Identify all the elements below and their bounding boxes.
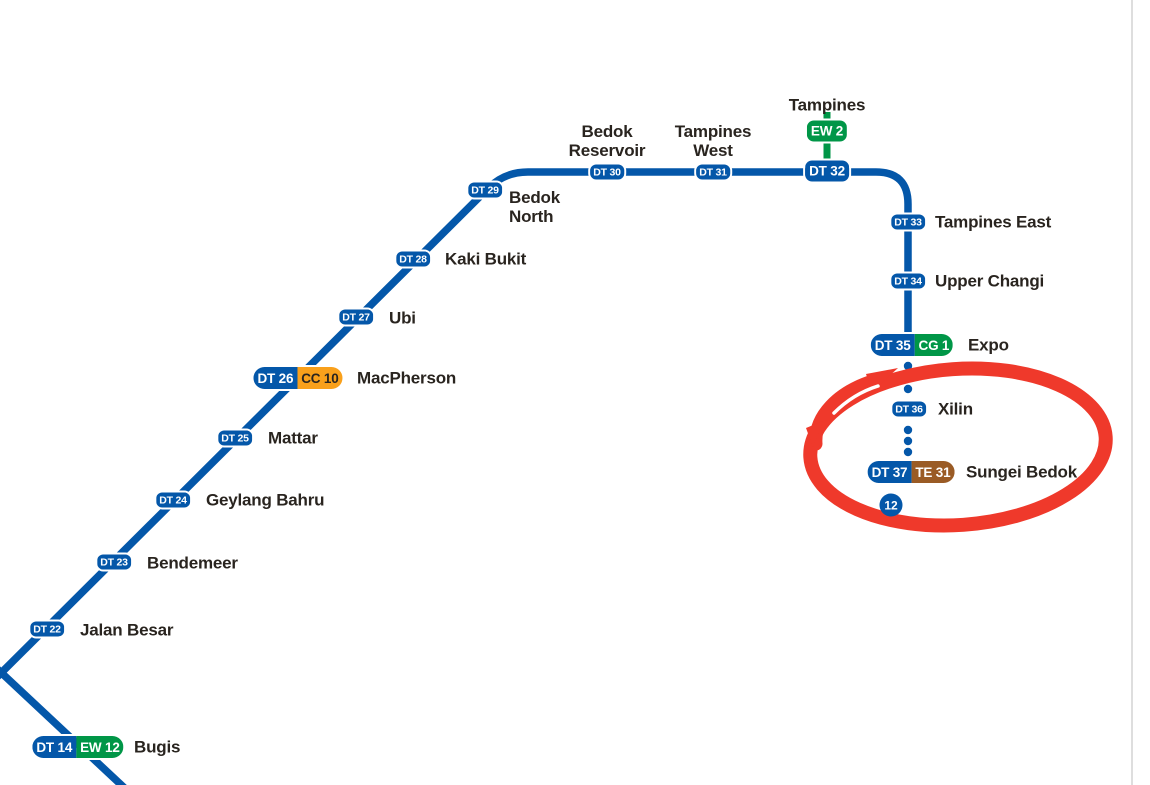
station-label-line: North bbox=[509, 207, 554, 226]
station-label-line: Bedok bbox=[509, 188, 560, 207]
station-label-sungei-bedok: Sungei Bedok bbox=[966, 463, 1077, 482]
line-code-dt-31: DT 31 bbox=[696, 164, 730, 180]
station-label-upper-changi: Upper Changi bbox=[935, 272, 1044, 291]
station-label-line: Bendemeer bbox=[147, 553, 238, 573]
station-label-line: MacPherson bbox=[357, 368, 457, 388]
line-code-dt-23: DT 23 bbox=[97, 554, 131, 570]
station-label-ubi: Ubi bbox=[389, 309, 416, 328]
line-code-dt-26: DT 26 bbox=[253, 367, 298, 389]
downtown-line-bugis-segment bbox=[0, 666, 127, 785]
line-code-ew-12: EW 12 bbox=[76, 736, 124, 758]
line-code-dt-28: DT 28 bbox=[396, 251, 430, 267]
line-code-cc-10: CC 10 bbox=[297, 367, 343, 389]
station-label-line: Geylang Bahru bbox=[206, 490, 325, 510]
line-code-dt-25: DT 25 bbox=[218, 430, 252, 446]
construction-dot bbox=[903, 447, 913, 457]
station-label-line: Reservoir bbox=[568, 141, 646, 160]
construction-dot bbox=[903, 436, 913, 446]
station-label-tampines-east: Tampines East bbox=[935, 213, 1051, 232]
footnote-marker-sungei-bedok: 12 bbox=[879, 493, 903, 517]
station-badge-ew-2: EW 2 bbox=[804, 118, 850, 144]
station-badge-dt-22: DT 22 bbox=[28, 619, 66, 639]
line-code-dt-22: DT 22 bbox=[30, 621, 64, 637]
station-label-line: Tampines bbox=[674, 122, 752, 141]
station-badge-dt-29: DT 29 bbox=[466, 180, 504, 200]
station-label-macpherson: MacPherson bbox=[357, 369, 456, 388]
line-code-dt-30: DT 30 bbox=[590, 164, 624, 180]
station-badge-dt-27: DT 27 bbox=[337, 307, 375, 327]
station-badge-dt-31: DT 31 bbox=[694, 162, 732, 182]
station-label-line: Upper Changi bbox=[935, 271, 1045, 291]
line-code-ew-2: EW 2 bbox=[806, 120, 848, 142]
line-code-dt-34: DT 34 bbox=[891, 273, 925, 289]
line-code-te-31: TE 31 bbox=[911, 461, 955, 483]
station-label-kaki-bukit: Kaki Bukit bbox=[445, 250, 526, 269]
line-code-dt-36: DT 36 bbox=[892, 401, 926, 417]
construction-dot bbox=[903, 361, 913, 371]
station-label-geylang-bahru: Geylang Bahru bbox=[206, 490, 325, 510]
station-label-line: Jalan Besar bbox=[80, 620, 174, 640]
line-code-dt-14: DT 14 bbox=[32, 736, 77, 758]
line-code-dt-24: DT 24 bbox=[156, 492, 190, 508]
station-label-line: Mattar bbox=[268, 428, 318, 448]
line-code-dt-33: DT 33 bbox=[891, 214, 925, 230]
station-label-mattar: Mattar bbox=[268, 429, 318, 448]
station-badge-dt-34: DT 34 bbox=[889, 271, 927, 291]
red-marker-ellipse bbox=[803, 361, 1113, 533]
station-badge-dt-24: DT 24 bbox=[154, 490, 192, 510]
station-label-line: Tampines East bbox=[935, 212, 1052, 232]
line-code-dt-29: DT 29 bbox=[468, 182, 502, 198]
station-label-jalan-besar: Jalan Besar bbox=[80, 621, 173, 640]
station-badge-dt-33: DT 33 bbox=[889, 212, 927, 232]
station-badge-dt-25: DT 25 bbox=[216, 428, 254, 448]
line-code-dt-32: DT 32 bbox=[805, 160, 849, 182]
line-code-dt-35: DT 35 bbox=[870, 334, 915, 356]
station-label-expo: Expo bbox=[968, 336, 1009, 355]
station-label-tampines: Tampines bbox=[789, 96, 866, 115]
station-badge-dt-30: DT 30 bbox=[588, 162, 626, 182]
station-badge-dt-32: DT 32 bbox=[803, 158, 851, 184]
station-label-line: Xilin bbox=[938, 399, 973, 419]
station-badge-dt-28: DT 28 bbox=[394, 249, 432, 269]
red-marker-annotation bbox=[803, 361, 1113, 533]
line-code-dt-27: DT 27 bbox=[339, 309, 373, 325]
station-badge-dt-36: DT 36 bbox=[890, 399, 928, 419]
station-badge-dt-23: DT 23 bbox=[95, 552, 133, 572]
station-label-line: Bugis bbox=[134, 737, 181, 757]
station-label-xilin: Xilin bbox=[938, 400, 973, 419]
red-marker-white-sliver bbox=[832, 384, 880, 415]
station-label-line: Kaki Bukit bbox=[445, 249, 527, 269]
station-label-line: Tampines bbox=[788, 95, 866, 115]
page-edge-divider bbox=[1131, 0, 1133, 785]
red-marker-left-bump bbox=[806, 421, 823, 447]
station-label-line: Expo bbox=[968, 335, 1009, 355]
line-code-cg-1: CG 1 bbox=[914, 334, 954, 356]
line-code-dt-37: DT 37 bbox=[867, 461, 912, 483]
construction-dot bbox=[903, 384, 913, 394]
station-label-bugis: Bugis bbox=[134, 738, 180, 757]
station-label-line: West bbox=[693, 141, 733, 160]
station-label-line: Sungei Bedok bbox=[966, 462, 1077, 482]
construction-dot bbox=[903, 425, 913, 435]
station-label-line: Bedok bbox=[581, 122, 633, 141]
station-label-bendemeer: Bendemeer bbox=[147, 554, 238, 573]
station-label-line: Ubi bbox=[389, 308, 416, 328]
